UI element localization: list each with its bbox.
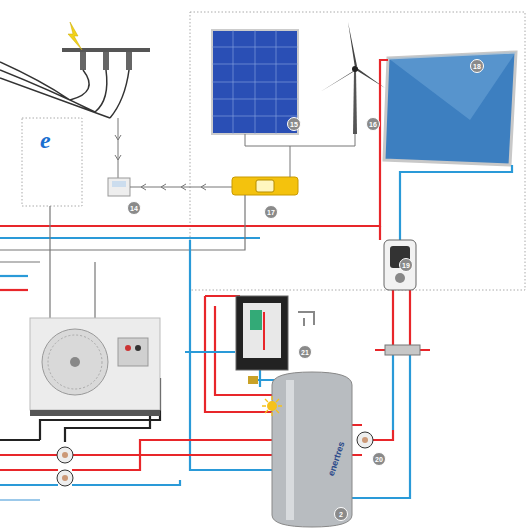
storage-tank [262,372,352,527]
power-line [0,22,150,118]
callout-number: 20 [372,452,386,466]
energy-meter [108,178,130,196]
fresh-water-module [236,296,314,384]
pipes [0,60,512,500]
callout-number: 19 [399,258,413,272]
callout-number: 2 [334,507,348,521]
internet-logo: e [40,128,51,152]
callout-number: 17 [264,205,278,219]
callout-number: 16 [366,117,380,131]
callout-number: 21 [298,345,312,359]
pv-panel [212,30,298,134]
callout-number: 18 [470,59,484,73]
heat-pump [30,318,160,416]
circulation-pumps [57,447,73,486]
callout-number: 14 [127,201,141,215]
lightning-symbol [68,22,82,50]
callout-number: 15 [287,117,301,131]
solar-collector [384,52,516,165]
wind-turbine [320,22,385,134]
pump-group [357,432,373,448]
renewables-area [190,12,525,290]
inverter [232,177,298,195]
heat-exchanger [385,345,420,355]
solar-pump-station [384,240,416,290]
internet-area [22,118,82,206]
